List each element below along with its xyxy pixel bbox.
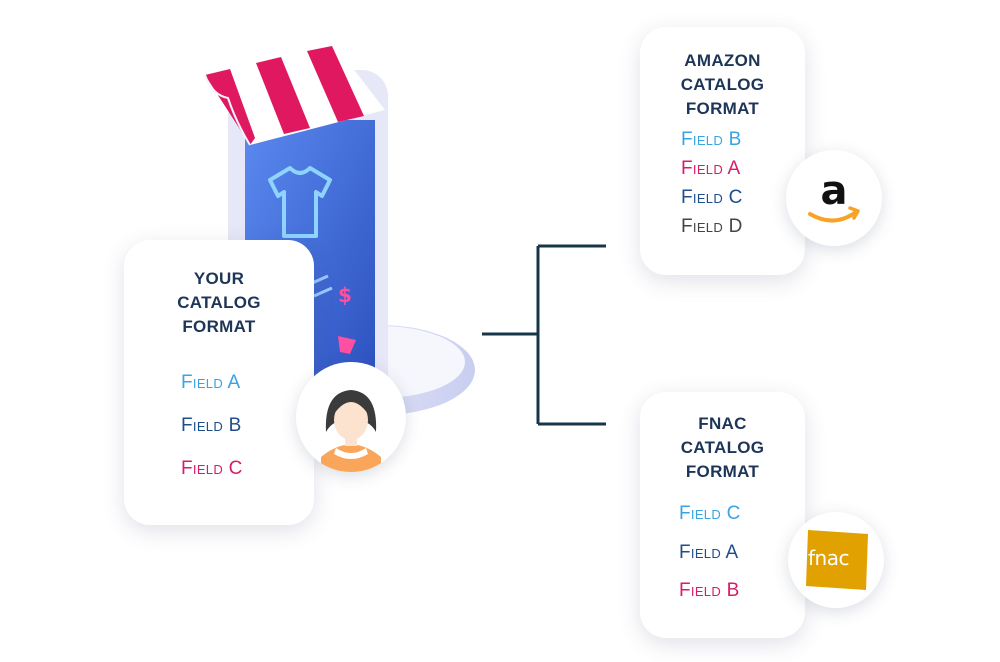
fnac-field-3: Field B: [679, 580, 740, 601]
amazon-field-2: Field A: [681, 158, 741, 179]
amazon-catalog-title: AMAZON CATALOG FORMAT: [680, 51, 765, 118]
fnac-field-2: Field A: [679, 542, 739, 563]
your-catalog-card: YOUR CATALOG FORMAT Field A Field B Fiel…: [124, 240, 314, 525]
your-field-3: Field C: [181, 458, 243, 479]
user-avatar-icon: [296, 362, 406, 472]
amazon-field-4: Field D: [681, 216, 743, 237]
connector-lines: [482, 244, 606, 426]
fnac-catalog-title: FNAC CATALOG FORMAT: [680, 414, 765, 481]
amazon-logo-icon: a: [786, 150, 882, 246]
fnac-catalog-card: FNAC CATALOG FORMAT Field C Field A Fiel…: [640, 392, 805, 638]
fnac-field-1: Field C: [679, 503, 741, 524]
amazon-field-3: Field C: [681, 187, 743, 208]
your-field-1: Field A: [181, 372, 241, 393]
amazon-catalog-card: AMAZON CATALOG FORMAT Field B Field A Fi…: [640, 27, 805, 275]
fnac-logo-icon: fnac: [788, 512, 884, 608]
your-field-2: Field B: [181, 415, 242, 436]
svg-text:$: $: [338, 283, 352, 307]
amazon-field-1: Field B: [681, 129, 742, 150]
your-catalog-title: YOUR CATALOG FORMAT: [177, 269, 261, 336]
